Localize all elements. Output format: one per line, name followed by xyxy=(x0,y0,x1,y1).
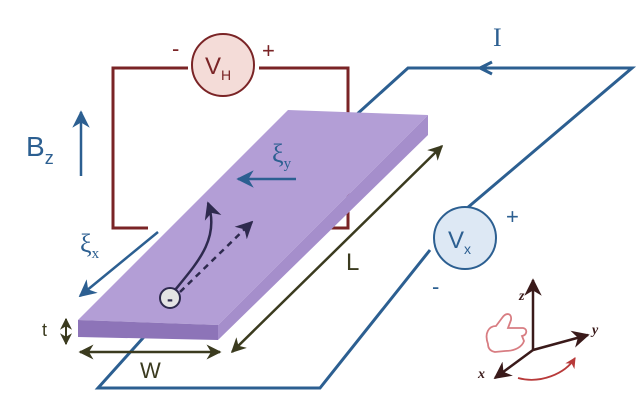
current-voltmeter xyxy=(433,206,497,270)
field-label-main: B xyxy=(26,131,45,162)
axis-y-line xyxy=(532,330,590,352)
axis-x-label: x xyxy=(477,367,485,382)
xi-x-main: ξ xyxy=(80,229,92,258)
vx-minus-sign: - xyxy=(432,274,439,299)
axis-z-label: z xyxy=(518,289,525,304)
xi-x-arrow xyxy=(78,231,159,298)
hall-minus-sign: - xyxy=(172,36,179,61)
electron-sign: - xyxy=(167,289,173,309)
slab-front-face xyxy=(78,320,218,340)
xi-y-sub: y xyxy=(284,156,292,172)
right-hand-icon xyxy=(485,313,528,353)
field-label: Bz xyxy=(26,131,54,168)
length-label: L xyxy=(346,249,359,276)
xi-y-main: ξ xyxy=(272,139,284,168)
vx-label-sub: x xyxy=(464,241,471,257)
current-label: I xyxy=(493,23,502,52)
electron-icon xyxy=(159,287,181,309)
thickness-label: t xyxy=(42,320,47,340)
electron-curved-path xyxy=(174,201,222,291)
vx-label-main: V xyxy=(448,227,464,254)
axis-x-line xyxy=(493,348,534,380)
vx-plus-sign: + xyxy=(506,204,519,229)
vx-label: Vx xyxy=(448,227,471,257)
width-label: W xyxy=(140,358,161,383)
electron-straight-path xyxy=(179,220,254,293)
semiconductor-slab xyxy=(78,110,428,340)
hall-voltage-sub: H xyxy=(221,67,231,83)
hall-voltage-label: VH xyxy=(205,53,231,83)
rotation-arrow xyxy=(517,357,576,381)
hall-voltage-main: V xyxy=(205,53,221,80)
field-label-sub: z xyxy=(45,148,54,168)
length-dimension-arrow xyxy=(230,144,444,354)
coordinate-axes xyxy=(485,278,590,381)
current-direction-arrow xyxy=(476,60,493,76)
xi-y-label: ξy xyxy=(272,139,292,172)
axis-y-label: y xyxy=(590,323,599,338)
hall-voltmeter xyxy=(191,33,255,97)
hall-plus-sign: + xyxy=(262,38,275,63)
xi-x-sub: x xyxy=(92,246,100,262)
xi-x-label: ξx xyxy=(80,229,100,262)
